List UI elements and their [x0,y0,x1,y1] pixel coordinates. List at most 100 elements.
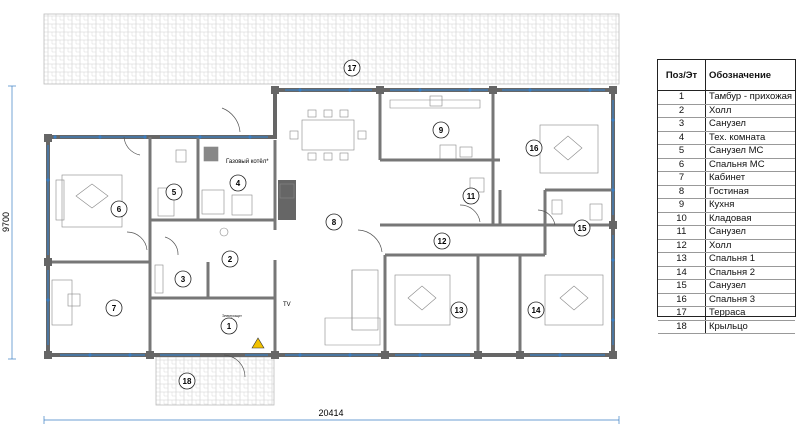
legend-room-number: 18 [658,320,706,334]
tv-label: TV [283,302,291,308]
room-number-17: 17 [348,64,357,73]
width-dimension: 20414 [318,408,343,418]
legend-room-number: 13 [658,252,706,267]
legend-room-name: Спальня 1 [705,252,795,267]
room-number-7: 7 [112,304,117,313]
legend-room-name: Спальня 3 [705,293,795,307]
legend-room-name: Санузел [705,279,795,294]
legend-room-name: Гостиная [705,185,795,199]
room-number-16: 16 [530,144,539,153]
inner-walls [50,90,613,355]
room-marker-6 [110,200,128,218]
entry-note-label: Электрощит [222,314,242,318]
legend-room-number: 8 [658,185,706,199]
room-number-9: 9 [439,126,444,135]
room-number-14: 14 [532,306,541,315]
legend-room-name: Крыльцо [705,320,795,334]
legend-room-name: Кладовая [705,212,795,226]
warning-icon [251,337,265,349]
room-number-1: 1 [227,322,232,331]
legend-room-number: 1 [658,90,706,105]
room-marker-12 [433,232,451,250]
room-marker-2 [221,250,239,268]
legend-room-number: 12 [658,239,706,253]
room-number-18: 18 [183,377,192,386]
legend-room-name: Спальня 2 [705,266,795,280]
room-marker-1 [220,317,238,335]
room-number-12: 12 [438,237,447,246]
room-marker-15 [573,219,591,237]
legend-room-number: 16 [658,293,706,307]
legend-room-name: Кабинет [705,171,795,186]
room-marker-7 [105,299,123,317]
legend-room-name: Тамбур - прихожая [705,90,795,105]
legend-room-number: 7 [658,171,706,186]
legend-room-number: 3 [658,117,706,132]
legend-room-name: Спальня МС [705,158,795,172]
furniture [51,95,604,346]
legend-header-position: Поз/Эт [658,60,706,91]
legend-room-name: Кухня [705,198,795,213]
legend-room-name: Санузел [705,225,795,240]
legend-room-name: Санузел [705,117,795,132]
room-marker-3 [174,270,192,288]
room-marker-8 [325,213,343,231]
room-number-11: 11 [467,192,476,201]
legend-header-name: Обозначение [705,60,795,91]
legend-room-number: 2 [658,104,706,118]
legend-room-name: Санузел МС [705,144,795,159]
room-number-4: 4 [236,179,241,188]
room-marker-11 [462,187,480,205]
room-marker-4 [229,174,247,192]
legend-room-number: 17 [658,306,706,321]
legend-room-number: 6 [658,158,706,172]
doors [123,107,556,378]
room-number-13: 13 [455,306,464,315]
dimension-lines [8,85,620,424]
floor-plan: Газовый котёл* TV Электрощит 1 2 3 4 5 6… [1,13,620,424]
room-number-2: 2 [228,255,233,264]
room-marker-18 [178,372,196,390]
legend-room-name: Холл [705,104,795,118]
room-marker-14 [527,301,545,319]
room-marker-16 [525,139,543,157]
room-number-8: 8 [332,218,337,227]
porch-area [155,356,275,406]
legend-room-number: 4 [658,131,706,145]
boiler-label: Газовый котёл* [226,158,269,165]
room-marker-17 [343,59,361,77]
height-dimension: 9700 [1,212,11,232]
legend-room-number: 11 [658,225,706,240]
room-marker-9 [432,121,450,139]
legend-room-number: 9 [658,198,706,213]
legend-room-number: 14 [658,266,706,280]
terrace-area [43,13,620,85]
room-number-6: 6 [117,205,122,214]
room-marker-5 [165,183,183,201]
room-markers [105,59,591,390]
legend-room-name: Тех. комната [705,131,795,145]
legend-room-number: 15 [658,279,706,294]
legend-room-name: Холл [705,239,795,253]
room-number-15: 15 [578,224,587,233]
